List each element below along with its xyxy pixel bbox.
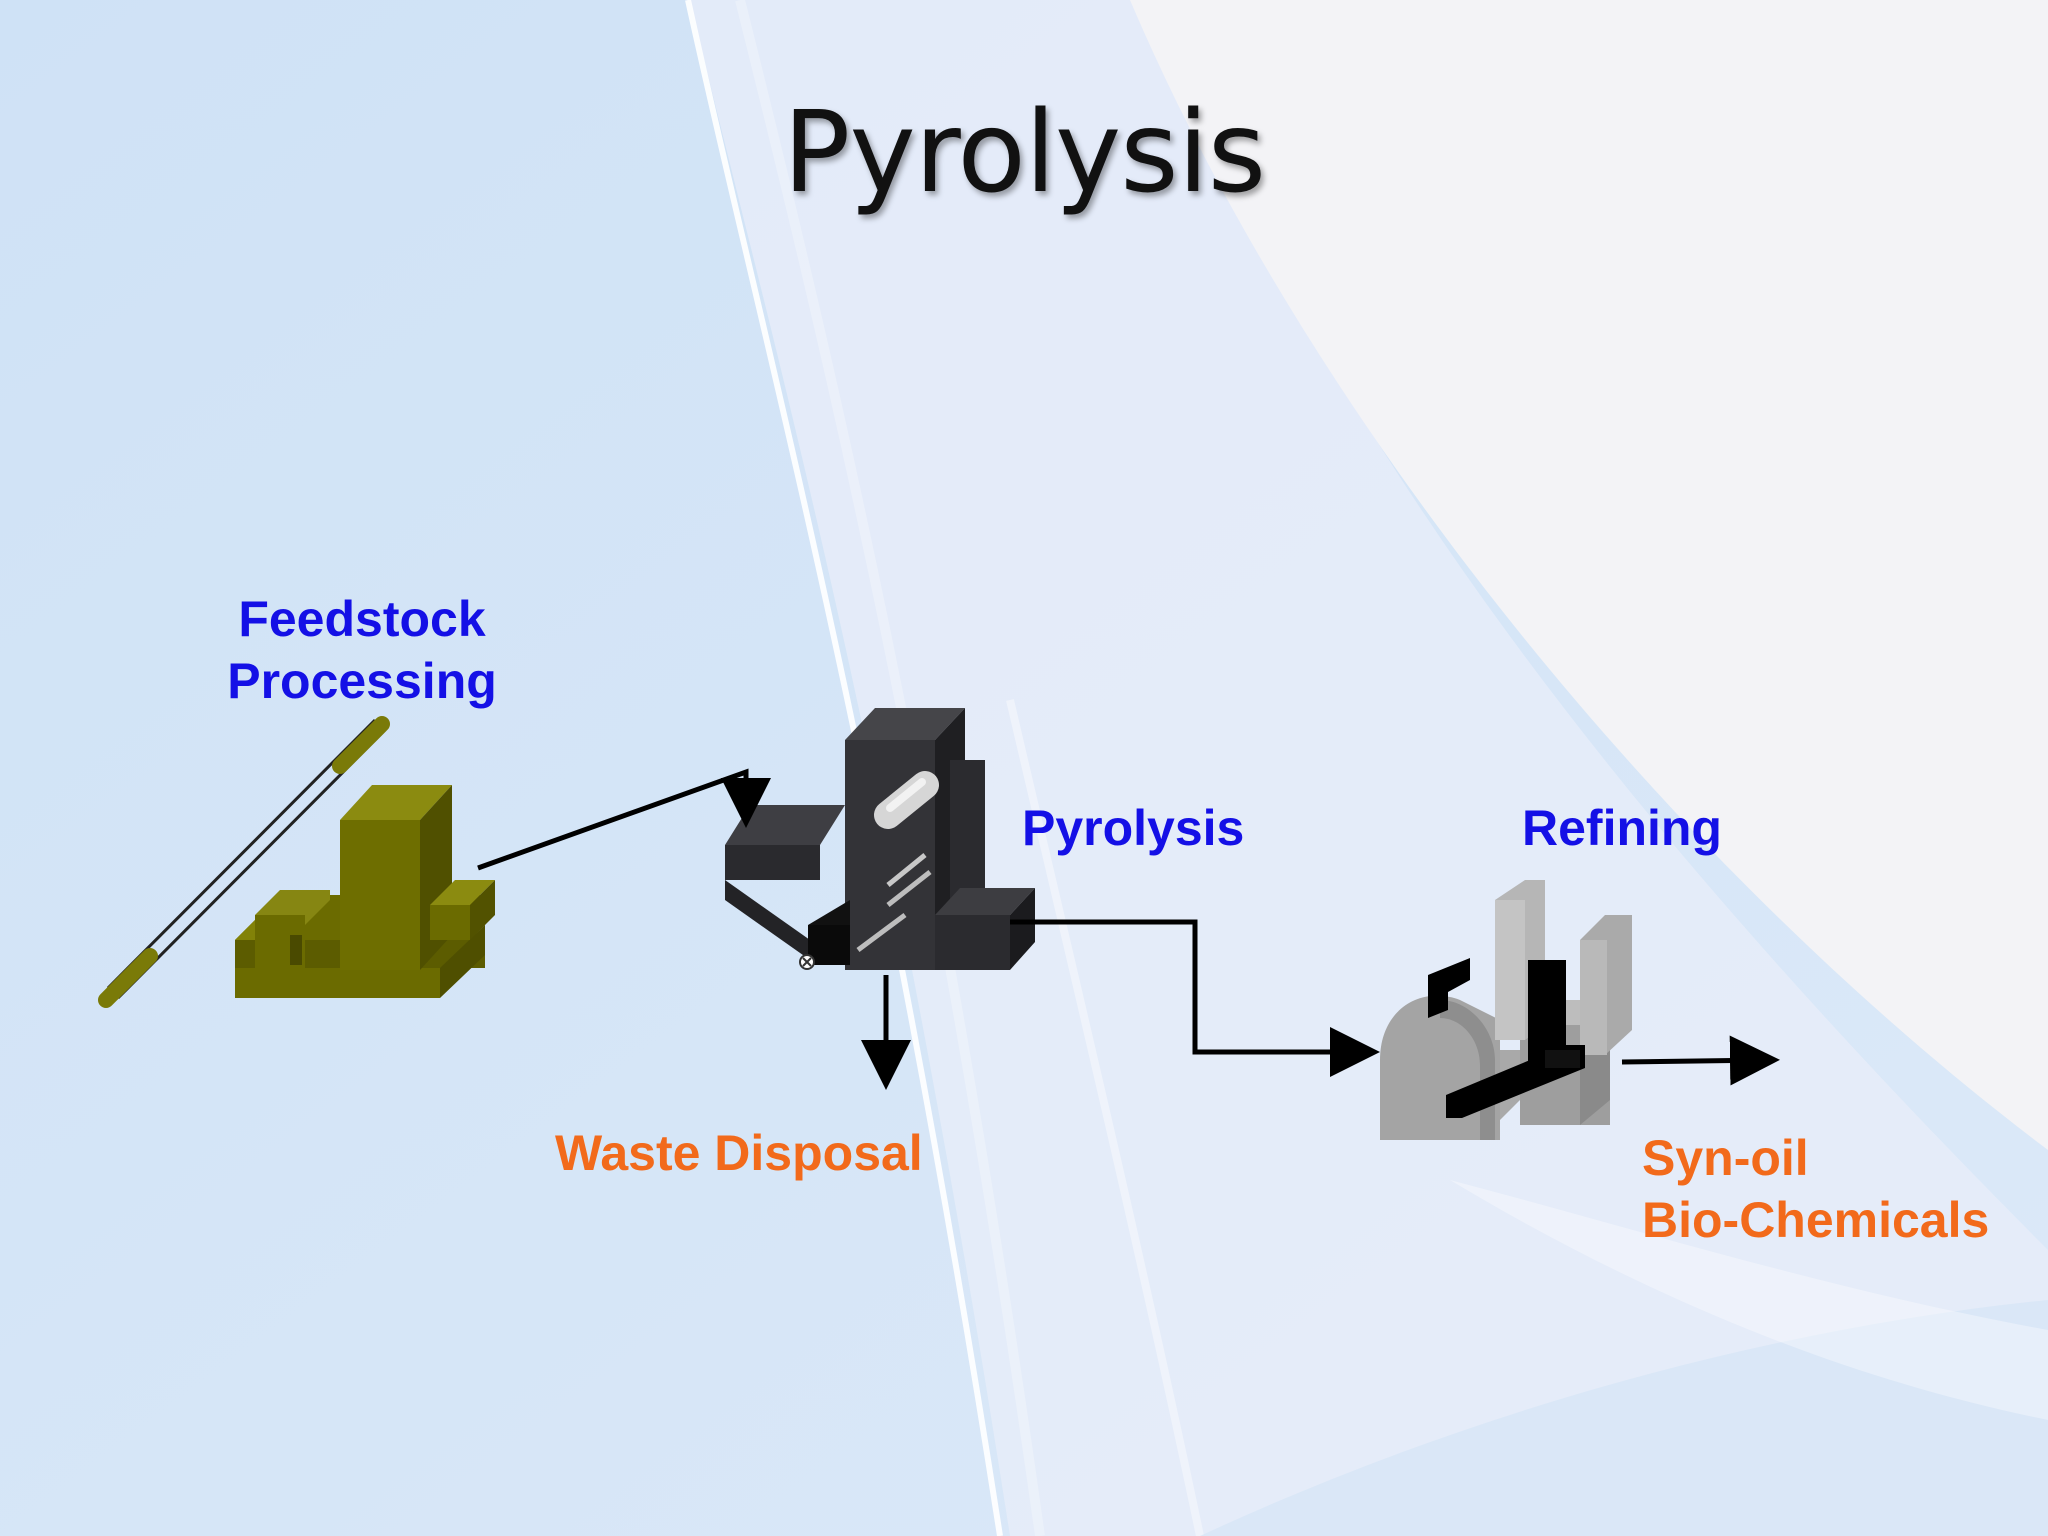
arrow-pyrolysis-to-refining xyxy=(1010,919,1380,1077)
pyrolysis-reactor-icon xyxy=(725,708,1035,970)
waste-disposal-label: Waste Disposal xyxy=(555,1125,923,1181)
pyrolysis-label: Pyrolysis xyxy=(1022,800,1245,856)
arrow-feedstock-to-pyrolysis xyxy=(477,768,771,871)
reactor-cylinder xyxy=(874,771,939,829)
refining-unit-icon xyxy=(1380,880,1632,1140)
conveyor-belt xyxy=(98,716,390,1008)
flow-arrows xyxy=(477,768,1780,1090)
feedstock-label-line2: Processing xyxy=(227,653,497,709)
output-label-line1: Syn-oil xyxy=(1642,1130,1809,1186)
refining-label: Refining xyxy=(1522,800,1722,856)
slide-title: Pyrolysis xyxy=(782,88,1266,218)
feedstock-machine-icon xyxy=(98,716,495,1008)
output-label-line2: Bio-Chemicals xyxy=(1642,1192,1990,1248)
output-products-label: Syn-oil Bio-Chemicals xyxy=(1642,1127,1989,1251)
feedstock-processing-label: Feedstock Processing xyxy=(222,588,502,712)
feedstock-label-line1: Feedstock xyxy=(238,591,486,647)
arrow-refining-to-output xyxy=(1621,1035,1780,1086)
